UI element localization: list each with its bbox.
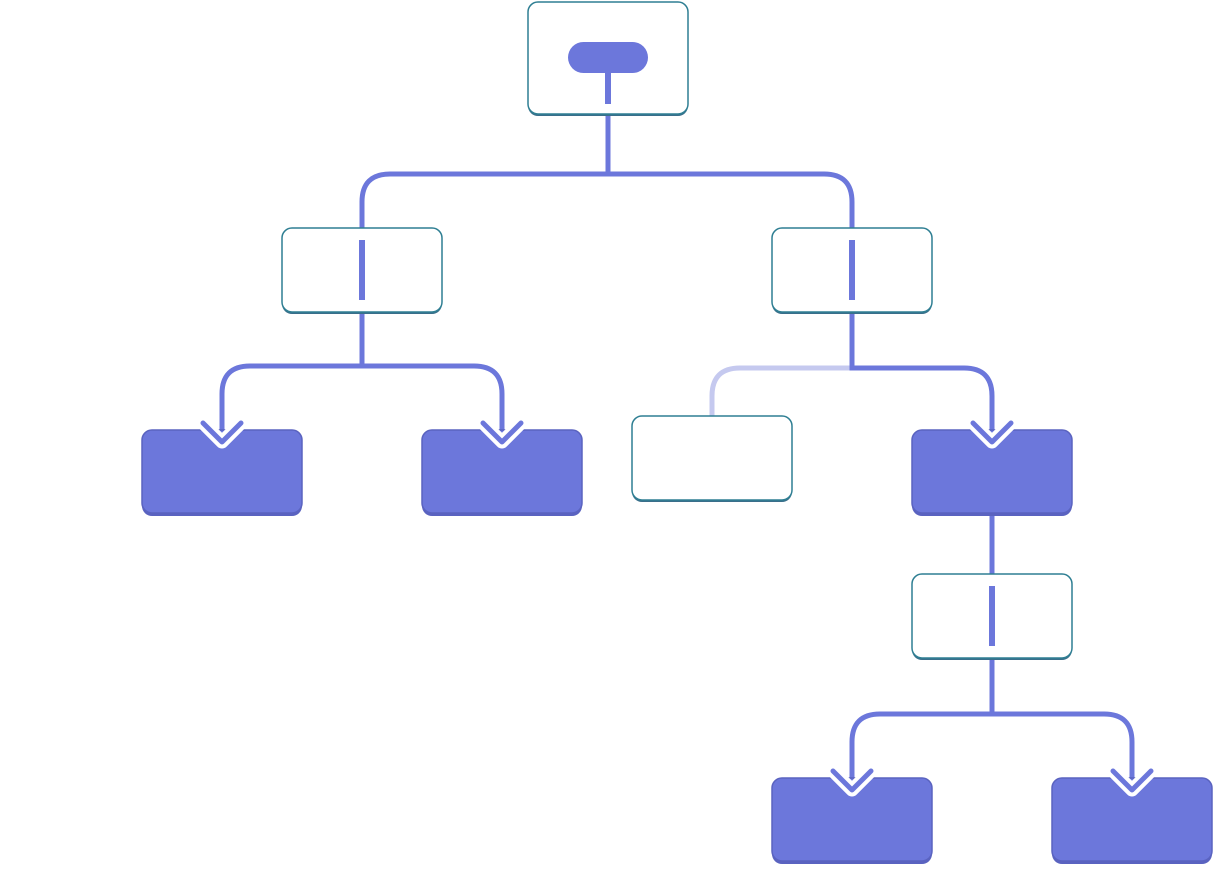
leaf-box — [141, 429, 303, 514]
edge-right-to-right-right — [849, 309, 995, 439]
edge-root-to-left — [359, 111, 611, 231]
overlays-layer — [196, 42, 1158, 797]
node-right-left — [631, 415, 793, 502]
edge-right-to-right-left — [709, 309, 855, 419]
leaf-box — [771, 777, 933, 862]
arrowhead-right-right — [970, 420, 1014, 445]
leaf-box — [911, 429, 1073, 514]
leaf-box — [1051, 777, 1213, 862]
node-left-right — [421, 429, 583, 516]
edge-left-to-left-right — [359, 309, 505, 439]
arrowhead-rr-left — [830, 768, 874, 793]
node-rr-right — [1051, 777, 1213, 864]
edges-layer — [219, 111, 1135, 787]
arrowhead-left-right — [480, 420, 524, 445]
node-left-left — [141, 429, 303, 516]
nodes-layer — [141, 1, 1213, 864]
edge-root-to-right — [605, 111, 855, 231]
node-rr-left — [771, 777, 933, 864]
decision-box — [631, 415, 793, 501]
leaf-box — [421, 429, 583, 514]
node-right-right — [911, 429, 1073, 516]
edge-right-right-child-to-rr-left — [849, 655, 995, 787]
root-pill — [568, 42, 648, 73]
arrowhead-rr-right — [1110, 768, 1154, 793]
edge-right-right-child-to-rr-right — [989, 655, 1135, 787]
edge-left-to-left-left — [219, 309, 365, 439]
arrowhead-left-left — [200, 420, 244, 445]
